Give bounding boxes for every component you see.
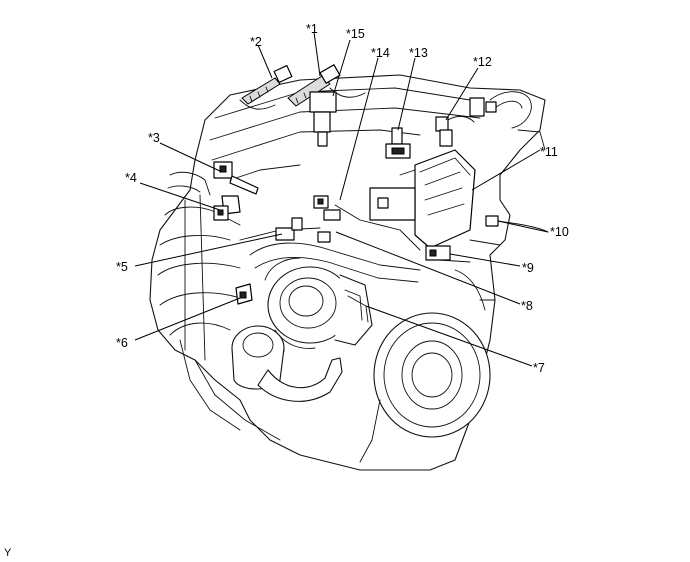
component-3-sensor (213, 161, 259, 195)
component-2-oil-control-valve (241, 65, 293, 105)
callout-2: *2 (250, 35, 262, 49)
callout-7: *7 (533, 361, 545, 375)
callout-4: *4 (125, 171, 137, 185)
callout-15: *15 (346, 27, 365, 41)
corner-mark: Y (4, 547, 12, 559)
callout-1: *1 (306, 22, 318, 36)
callout-6: *6 (116, 336, 128, 350)
callout-8: *8 (521, 299, 533, 313)
component-11-control-module (369, 149, 476, 249)
callout-9: *9 (522, 261, 534, 275)
callout-3: *3 (148, 131, 160, 145)
component-8-sensor (317, 209, 341, 243)
component-13-sensor (385, 127, 411, 159)
component-1-15-ignition-coil (287, 64, 341, 147)
leader-lines (134, 31, 549, 367)
throttle-body (264, 257, 373, 349)
callout-13: *13 (409, 46, 428, 60)
component-4-sensor (213, 195, 241, 221)
component-9-connector (425, 245, 451, 261)
component-12-sensor (435, 97, 497, 147)
crank-pulley (373, 312, 491, 438)
engine-block-drawing (149, 74, 546, 471)
callout-11: *11 (540, 145, 558, 159)
component-6-sensor (235, 283, 253, 305)
callout-12: *12 (473, 55, 492, 69)
callout-10: *10 (550, 225, 569, 239)
callout-14: *14 (371, 46, 390, 60)
component-14-sensor (313, 195, 329, 209)
callout-5: *5 (116, 260, 128, 274)
component-5-sensor (275, 217, 303, 241)
oil-filter (231, 325, 285, 390)
